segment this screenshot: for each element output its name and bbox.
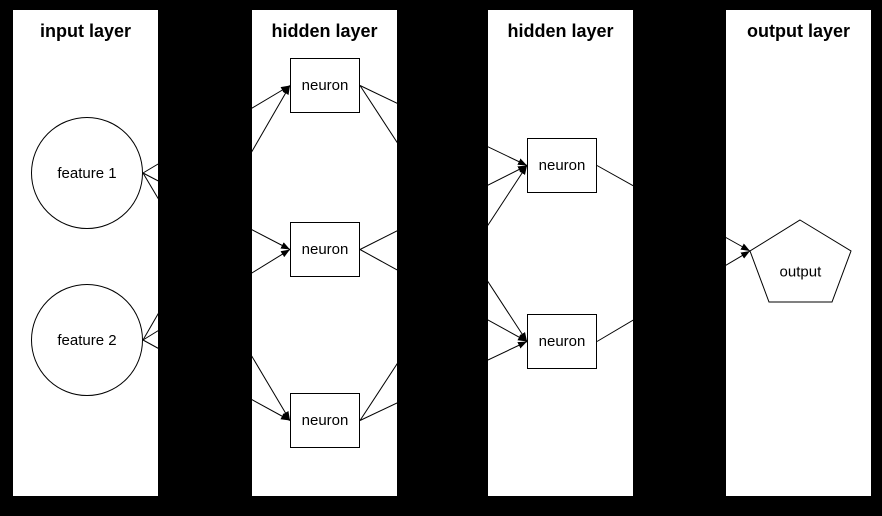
node-feature-2-label: feature 2 <box>57 331 117 349</box>
panel-title-hidden-layer-1: hidden layer <box>271 21 378 41</box>
panel-output-layer: output layer <box>726 10 871 496</box>
node-output-label: output <box>779 263 822 281</box>
node-neuron-h1-2: neuron <box>290 222 360 277</box>
node-neuron-h2-2: neuron <box>527 314 597 369</box>
node-neuron-h1-1-label: neuron <box>301 77 349 94</box>
node-neuron-h1-1: neuron <box>290 58 360 113</box>
panel-hidden-layer-2: hidden layer <box>488 10 633 496</box>
node-neuron-h1-3: neuron <box>290 393 360 448</box>
node-neuron-h2-1-label: neuron <box>538 157 586 174</box>
node-feature-2: feature 2 <box>31 284 143 396</box>
node-feature-1: feature 1 <box>31 117 143 229</box>
node-neuron-h1-3-label: neuron <box>301 412 349 429</box>
node-neuron-h2-1: neuron <box>527 138 597 193</box>
node-neuron-h2-2-label: neuron <box>538 333 586 350</box>
panel-input-layer: input layer <box>13 10 158 496</box>
panel-title-output-layer: output layer <box>746 21 850 41</box>
node-feature-1-label: feature 1 <box>57 164 117 182</box>
panel-title-input-layer: input layer <box>39 21 132 41</box>
node-neuron-h1-2-label: neuron <box>301 241 349 258</box>
panel-title-hidden-layer-2: hidden layer <box>507 21 614 41</box>
